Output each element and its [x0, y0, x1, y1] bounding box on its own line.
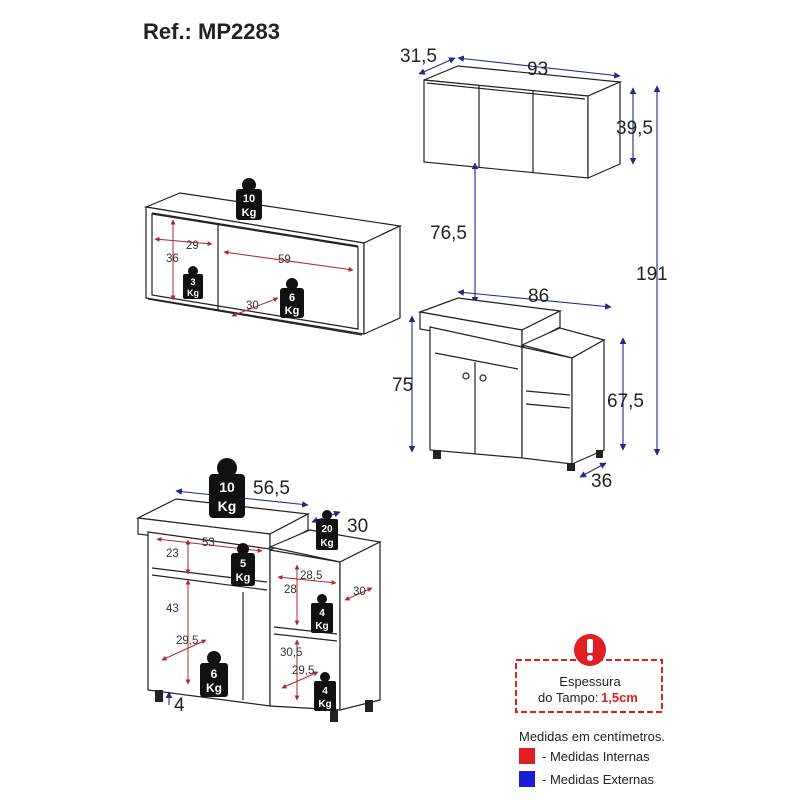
- weight-tag-shelf-right: 6 Kg: [280, 278, 304, 318]
- svg-text:Kg: Kg: [242, 207, 257, 219]
- legend-heading: Medidas em centímetros.: [519, 729, 665, 744]
- dim-foot: 4: [174, 695, 185, 716]
- dim-side-height: 67,5: [607, 391, 644, 412]
- svg-text:10: 10: [243, 193, 255, 205]
- tabletop-thickness-note: Espessura do Tampo: 1,5cm: [515, 634, 663, 713]
- note-line2-prefix: do Tampo:: [538, 690, 598, 705]
- dim-shelf-left-height: 36: [166, 253, 179, 265]
- dim-side-width: 28,5: [300, 570, 322, 582]
- dim-upper-compartment: 23: [166, 548, 179, 560]
- weight-tag-shelf-top: 10 Kg: [236, 178, 262, 220]
- note-line1: Espessura: [559, 674, 621, 689]
- legend: Medidas em centímetros. - Medidas Intern…: [519, 729, 665, 787]
- svg-text:20: 20: [321, 524, 333, 535]
- svg-text:Kg: Kg: [187, 288, 199, 298]
- weight-tag-side-mid: 4 Kg: [311, 594, 333, 633]
- svg-text:10: 10: [219, 479, 235, 495]
- svg-text:Kg: Kg: [315, 621, 328, 632]
- svg-text:Kg: Kg: [218, 498, 237, 514]
- dim-total-height: 191: [636, 264, 668, 285]
- weight-tag-base-top: 10 Kg: [209, 458, 245, 518]
- legend-swatch-internal: [519, 748, 535, 764]
- dim-side-depth: 36: [591, 471, 612, 492]
- weight-tag-base-bottom: 6 Kg: [200, 651, 228, 697]
- dim-lower-depth: 29,5: [176, 635, 198, 647]
- page-title: Ref.: MP2283: [143, 19, 280, 44]
- dim-shelf-left-width: 29: [186, 240, 199, 252]
- weight-tag-shelf-left: 3 Kg: [183, 266, 203, 299]
- open-shelf-internal-dims: [154, 219, 354, 317]
- legend-label-internal: - Medidas Internas: [542, 749, 650, 764]
- dim-gap: 76,5: [430, 223, 467, 244]
- svg-text:Kg: Kg: [236, 572, 251, 584]
- dim-base-height: 75: [392, 375, 413, 396]
- legend-swatch-external: [519, 771, 535, 787]
- dim-side-top-height: 28: [284, 584, 297, 596]
- open-shelf-unit: [143, 192, 403, 336]
- dim-top-inner-width: 53: [202, 537, 215, 549]
- svg-text:4: 4: [319, 608, 325, 619]
- svg-text:3: 3: [190, 277, 195, 287]
- legend-label-external: - Medidas Externas: [542, 772, 654, 787]
- svg-text:Kg: Kg: [206, 681, 222, 695]
- dim-lower-compartment: 43: [166, 603, 179, 615]
- dim-shelf-right-width: 59: [278, 254, 291, 266]
- dim-shelf-depth: 30: [246, 300, 259, 312]
- dim-side-bottom-height: 30,5: [280, 647, 302, 659]
- weight-tag-side-top: 20 Kg: [316, 510, 338, 550]
- wall-cabinet-dimensions: [418, 55, 661, 456]
- svg-text:Kg: Kg: [285, 305, 300, 317]
- base-unit-closed: [417, 297, 606, 471]
- weight-tag-base-shelf: 5 Kg: [231, 543, 255, 586]
- dim-open-depth: 30: [347, 516, 368, 537]
- dim-side-inner-depth: 30: [353, 586, 366, 598]
- dim-wall-width: 93: [527, 59, 548, 80]
- base-unit-external-dims: [408, 289, 627, 478]
- dim-open-width: 56,5: [253, 478, 290, 499]
- svg-text:Kg: Kg: [318, 699, 331, 710]
- svg-text:6: 6: [211, 667, 218, 681]
- note-line2-value: 1,5cm: [601, 690, 638, 705]
- dim-wall-height: 39,5: [616, 118, 653, 139]
- dim-wall-depth: 31,5: [400, 46, 437, 67]
- exclamation-icon: [574, 634, 606, 666]
- svg-text:4: 4: [322, 686, 328, 697]
- svg-text:5: 5: [240, 558, 246, 570]
- wall-cabinet: [423, 65, 623, 179]
- svg-text:Kg: Kg: [320, 538, 333, 549]
- dim-side-bottom-depth: 29,5: [292, 665, 314, 677]
- svg-text:6: 6: [289, 292, 295, 304]
- weight-tag-side-bottom: 4 Kg: [314, 672, 336, 711]
- dim-base-width: 86: [528, 286, 549, 307]
